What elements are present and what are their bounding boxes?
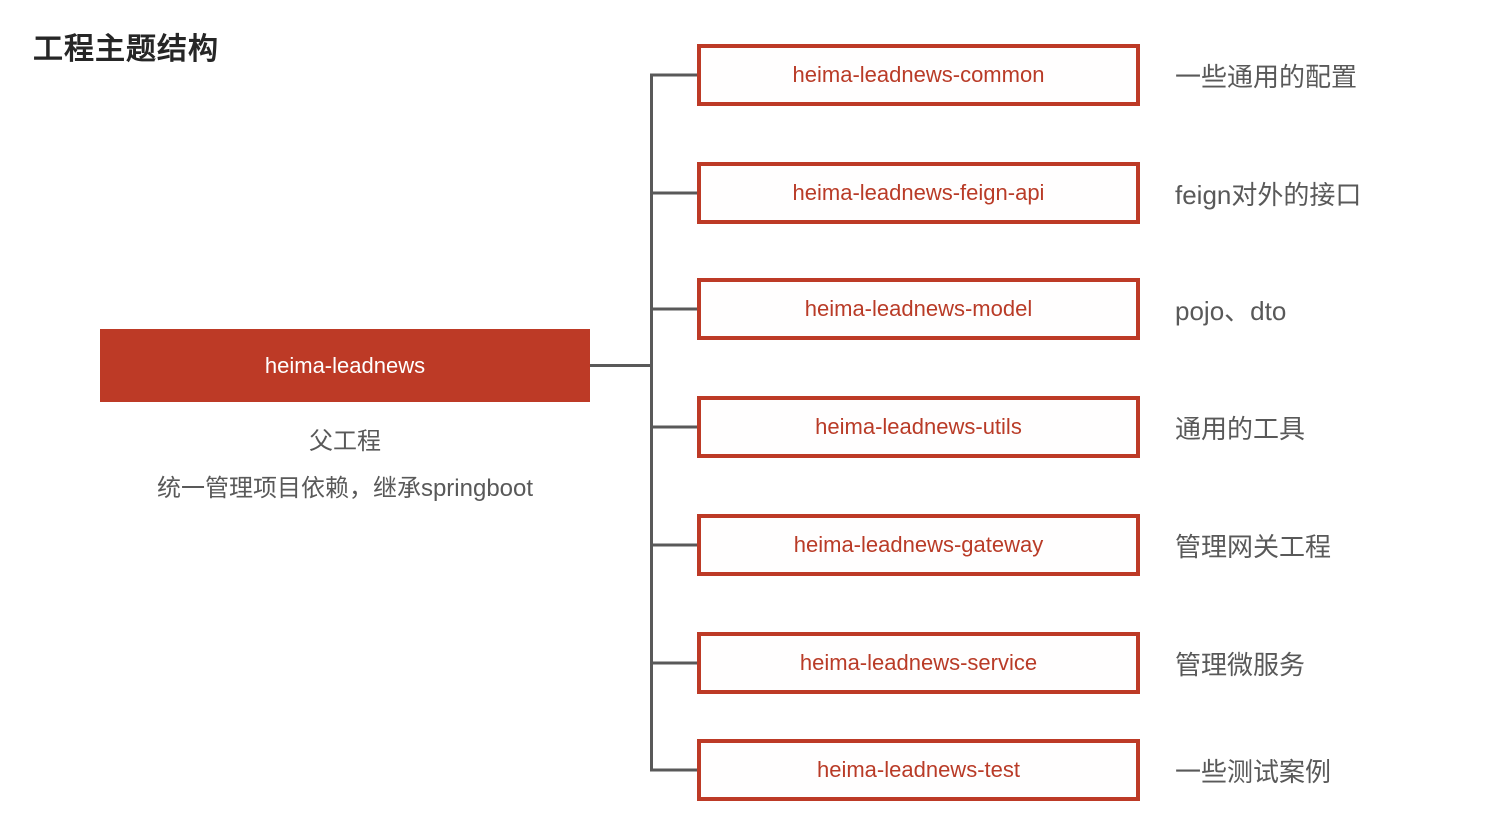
module-row-common: heima-leadnews-common 一些通用的配置 (697, 44, 1488, 106)
module-box: heima-leadnews-model (697, 278, 1140, 340)
module-row-test: heima-leadnews-test 一些测试案例 (697, 739, 1488, 801)
module-name: heima-leadnews-model (804, 296, 1033, 321)
root-caption-line2: 统一管理项目依赖，继承springboot (156, 475, 534, 502)
module-note: pojo、dto (1175, 295, 1287, 326)
module-box: heima-leadnews-feign-api (697, 162, 1140, 224)
module-box: heima-leadnews-utils (697, 396, 1140, 458)
module-name: heima-leadnews-utils (815, 414, 1022, 439)
module-name: heima-leadnews-service (799, 650, 1038, 675)
module-name: heima-leadnews-gateway (793, 532, 1044, 557)
module-note: 通用的工具 (1175, 413, 1306, 444)
module-note: 管理微服务 (1175, 649, 1306, 680)
module-name: heima-leadnews-common (792, 62, 1045, 87)
module-name: heima-leadnews-test (817, 757, 1020, 782)
module-box: heima-leadnews-common (697, 44, 1140, 106)
page-title: 工程主题结构 (33, 33, 219, 66)
root-caption-line1: 父工程 (309, 428, 381, 455)
module-note: 一些测试案例 (1175, 756, 1332, 787)
module-note: 管理网关工程 (1175, 531, 1332, 562)
module-row-model: heima-leadnews-model pojo、dto (697, 278, 1488, 340)
module-name: heima-leadnews-feign-api (792, 180, 1045, 205)
module-row-utils: heima-leadnews-utils 通用的工具 (697, 396, 1488, 458)
module-row-feign-api: heima-leadnews-feign-api feign对外的接口 (697, 162, 1488, 224)
module-row-service: heima-leadnews-service 管理微服务 (697, 632, 1488, 694)
module-row-gateway: heima-leadnews-gateway 管理网关工程 (697, 514, 1488, 576)
module-box: heima-leadnews-service (697, 632, 1140, 694)
module-note: 一些通用的配置 (1175, 61, 1358, 92)
module-box: heima-leadnews-test (697, 739, 1140, 801)
module-note: feign对外的接口 (1175, 179, 1362, 210)
root-node: heima-leadnews (100, 329, 590, 402)
root-node-label: heima-leadnews (264, 352, 426, 378)
module-box: heima-leadnews-gateway (697, 514, 1140, 576)
